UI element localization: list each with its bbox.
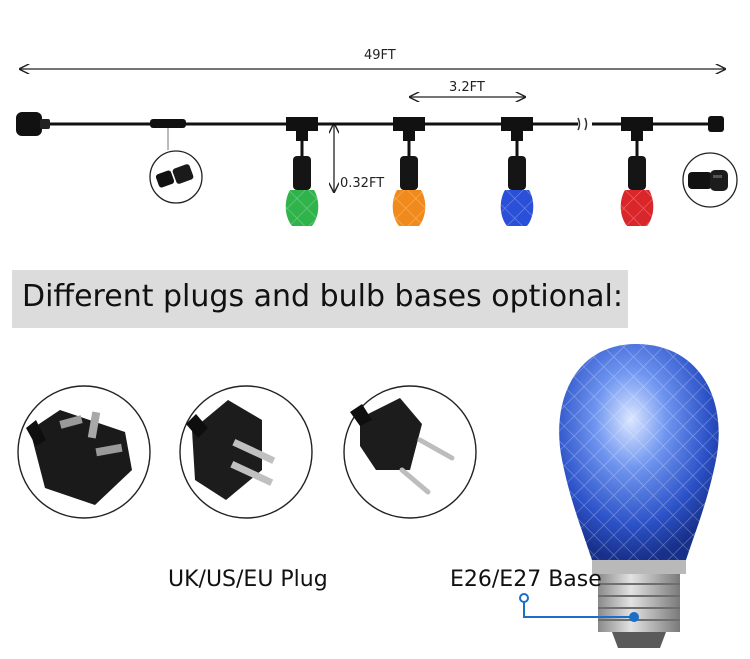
plug-end-icon (16, 112, 50, 136)
drop-label: 0.32FT (340, 176, 385, 191)
end-cap-icon (708, 116, 724, 132)
uk-plug-icon (17, 385, 151, 519)
base-caption: E26/E27 Base (450, 567, 602, 592)
bulb-green (285, 117, 319, 226)
options-banner-text: Different plugs and bulb bases optional: (22, 279, 623, 314)
eu-plug-icon (343, 385, 477, 519)
large-blue-bulb-image (559, 344, 719, 648)
options-banner (12, 270, 628, 328)
bulb-blue (500, 117, 534, 226)
us-plug-icon (179, 385, 313, 519)
bulb-red (620, 117, 654, 226)
end-cap-detail-icon (682, 152, 738, 208)
connector-detail-icon (149, 150, 203, 204)
total-length-label: 49FT (364, 48, 396, 63)
bulb-orange (392, 117, 426, 226)
main-cable (40, 117, 712, 131)
base-callout-line (519, 593, 639, 622)
plugs-caption: UK/US/EU Plug (168, 567, 328, 592)
spacing-label: 3.2FT (449, 80, 485, 95)
inline-connector-icon (150, 119, 186, 150)
